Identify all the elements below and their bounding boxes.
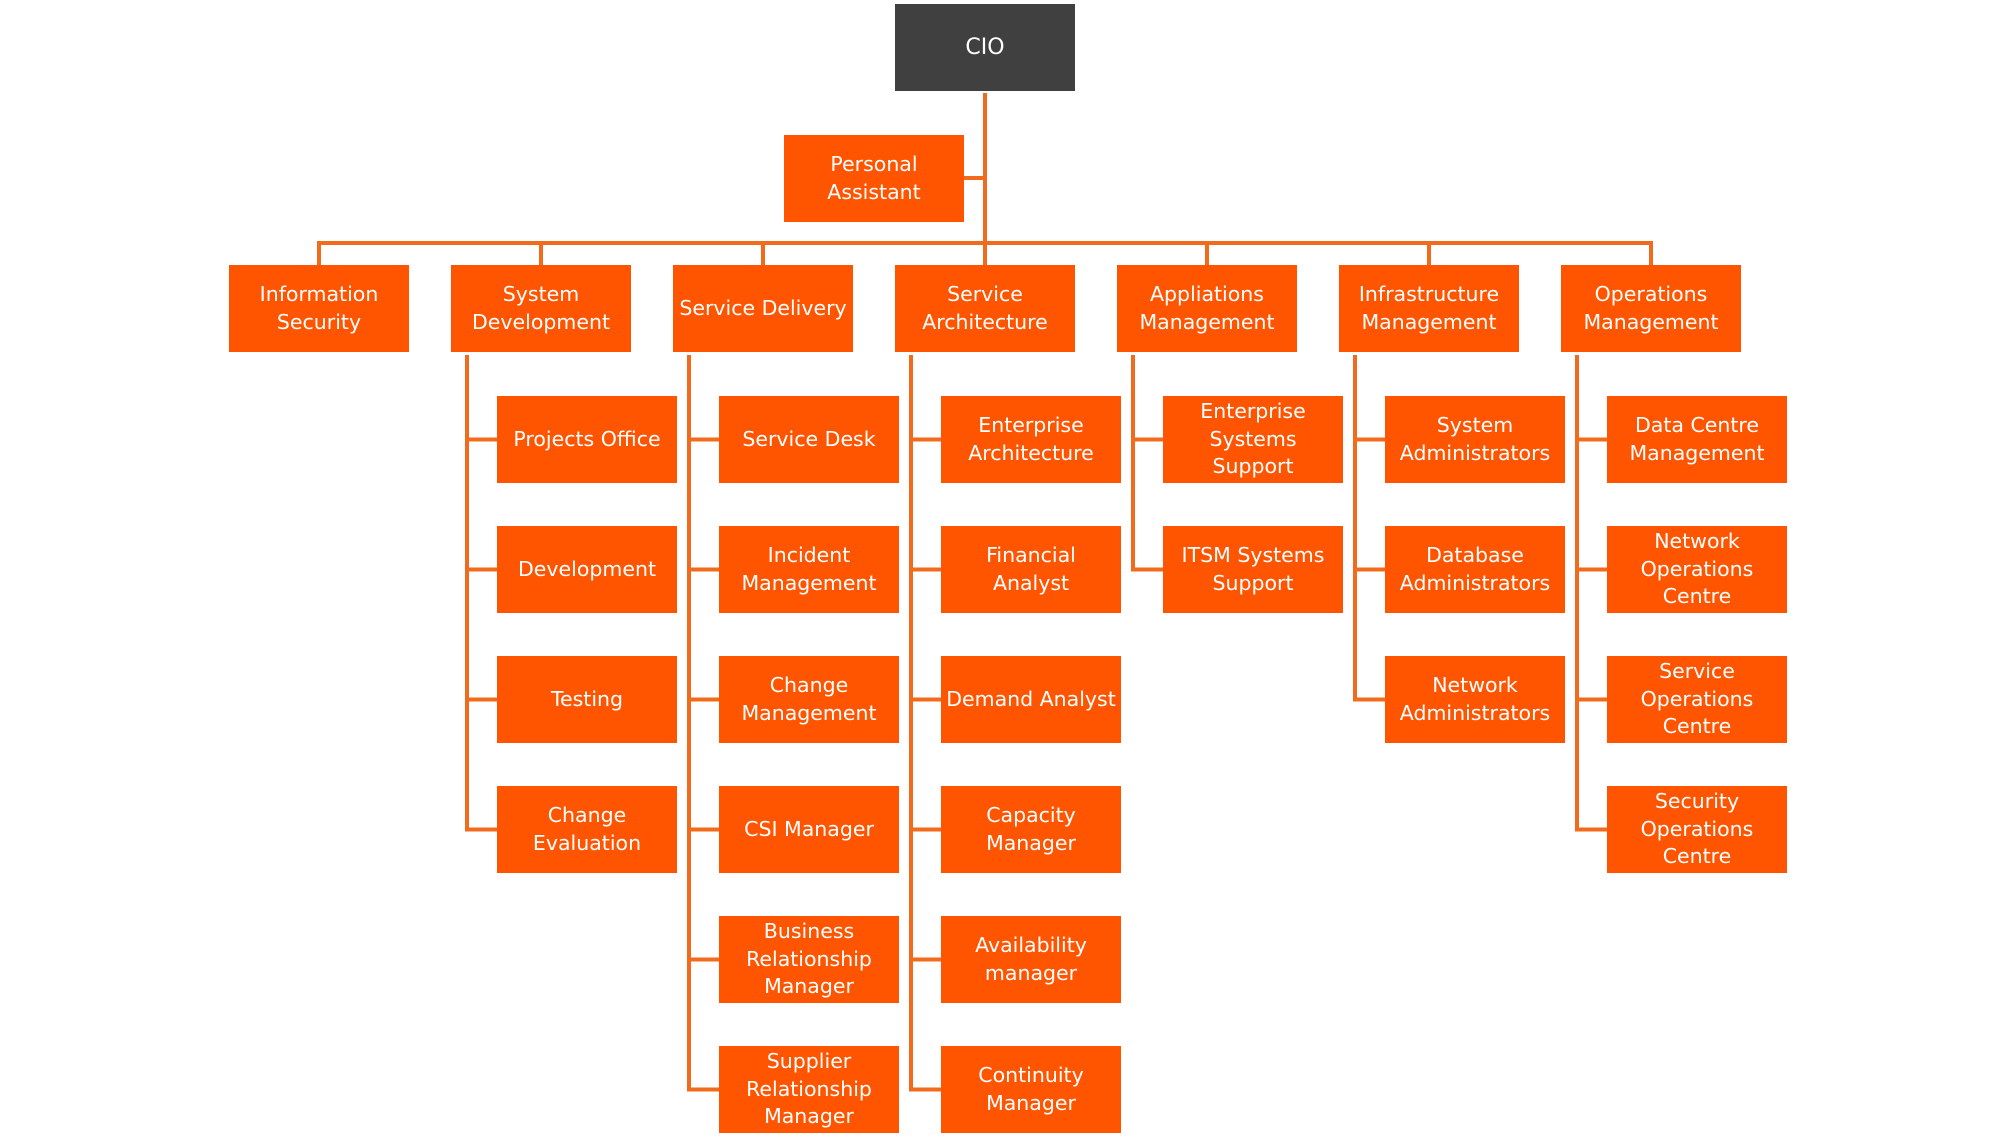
child-availability-manager[interactable]: Availability manager bbox=[941, 916, 1121, 1003]
dept-service-architecture[interactable]: Service Architecture bbox=[895, 265, 1075, 352]
child-business-relationship-manager[interactable]: Business Relationship Manager bbox=[719, 916, 899, 1003]
child-csi-manager[interactable]: CSI Manager bbox=[719, 786, 899, 873]
child-incident-management[interactable]: Incident Management bbox=[719, 526, 899, 613]
child-change-management[interactable]: Change Management bbox=[719, 656, 899, 743]
dept-operations-management[interactable]: Operations Management bbox=[1561, 265, 1741, 352]
child-security-operations-centre[interactable]: Security Operations Centre bbox=[1607, 786, 1787, 873]
child-continuity-manager[interactable]: Continuity Manager bbox=[941, 1046, 1121, 1133]
child-projects-office[interactable]: Projects Office bbox=[497, 396, 677, 483]
child-demand-analyst[interactable]: Demand Analyst bbox=[941, 656, 1121, 743]
child-capacity-manager[interactable]: Capacity Manager bbox=[941, 786, 1121, 873]
dept-information-security[interactable]: Information Security bbox=[229, 265, 409, 352]
child-enterprise-systems-support[interactable]: Enterprise Systems Support bbox=[1163, 396, 1343, 483]
dept-applications-management[interactable]: Appliations Management bbox=[1117, 265, 1297, 352]
cio-box[interactable]: CIO bbox=[895, 4, 1075, 91]
child-service-operations-centre[interactable]: Service Operations Centre bbox=[1607, 656, 1787, 743]
dept-system-development[interactable]: System Development bbox=[451, 265, 631, 352]
dept-infrastructure-management[interactable]: Infrastructure Management bbox=[1339, 265, 1519, 352]
personal-assistant-box[interactable]: Personal Assistant bbox=[784, 135, 964, 222]
child-itsm-systems-support[interactable]: ITSM Systems Support bbox=[1163, 526, 1343, 613]
child-network-administrators[interactable]: Network Administrators bbox=[1385, 656, 1565, 743]
child-testing[interactable]: Testing bbox=[497, 656, 677, 743]
child-database-administrators[interactable]: Database Administrators bbox=[1385, 526, 1565, 613]
child-development[interactable]: Development bbox=[497, 526, 677, 613]
dept-service-delivery[interactable]: Service Delivery bbox=[673, 265, 853, 352]
child-service-desk[interactable]: Service Desk bbox=[719, 396, 899, 483]
child-supplier-relationship-manager[interactable]: Supplier Relationship Manager bbox=[719, 1046, 899, 1133]
child-data-centre-management[interactable]: Data Centre Management bbox=[1607, 396, 1787, 483]
child-financial-analyst[interactable]: Financial Analyst bbox=[941, 526, 1121, 613]
child-enterprise-architecture[interactable]: Enterprise Architecture bbox=[941, 396, 1121, 483]
child-system-administrators[interactable]: System Administrators bbox=[1385, 396, 1565, 483]
child-network-operations-centre[interactable]: Network Operations Centre bbox=[1607, 526, 1787, 613]
child-change-evaluation[interactable]: Change Evaluation bbox=[497, 786, 677, 873]
